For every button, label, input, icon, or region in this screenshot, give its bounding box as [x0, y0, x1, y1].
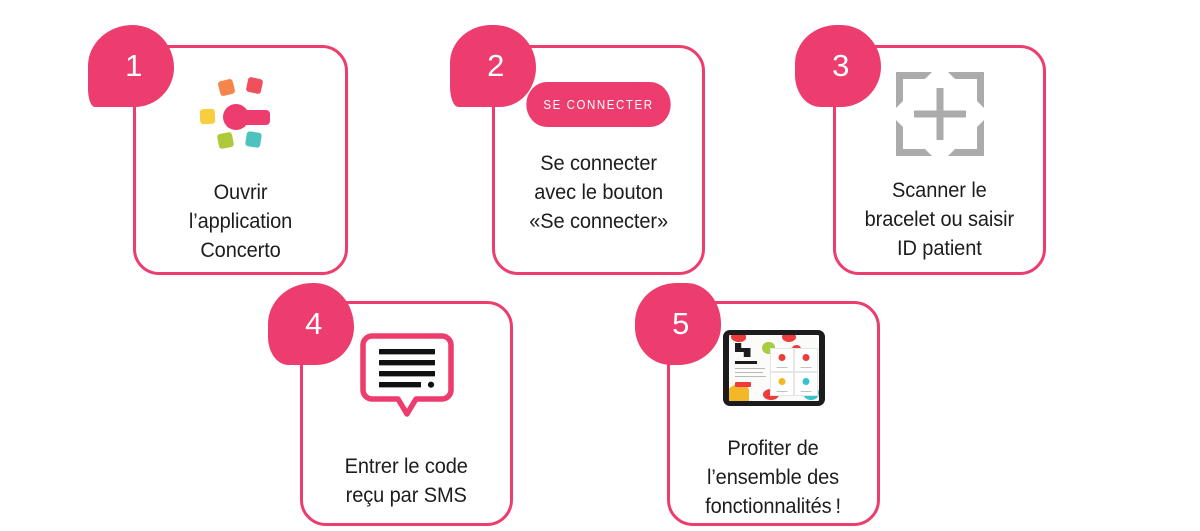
step-5-number: 5: [672, 305, 690, 341]
tablet-text-line: [734, 368, 765, 370]
tablet-tile: [793, 348, 818, 372]
tablet-text-line: [734, 376, 766, 378]
tablet-app-icon: [722, 330, 825, 406]
step-1-label: Ouvrir l’application Concerto: [188, 180, 293, 262]
logo-square-green: [216, 131, 234, 150]
logo-circle: [222, 104, 249, 130]
tablet-app-logo: [734, 343, 751, 357]
tablet-tile: [769, 372, 794, 396]
logo-square-teal: [244, 130, 262, 149]
step-2-number-badge: 2: [450, 25, 536, 107]
step-card-2: SE CONNECTER Se connecter avec le bouton…: [450, 25, 705, 275]
tablet-tile: [769, 348, 794, 372]
step-5-label: Profiter de l’ensemble des fonctionnalit…: [705, 436, 842, 518]
step-card-3: Scanner le bracelet ou saisir ID patient…: [795, 25, 1050, 275]
step-5-number-badge: 5: [635, 283, 721, 365]
step-4-number-badge: 4: [268, 283, 354, 365]
step-4-label: Entrer le code reçu par SMS: [344, 454, 469, 507]
step-card-4: Entrer le code reçu par SMS 4: [268, 283, 523, 526]
step-2-number: 2: [487, 47, 505, 83]
tablet-screen: [728, 335, 819, 401]
decor-blob-red: [730, 335, 746, 342]
step-3-number: 3: [832, 47, 850, 83]
step-card-1: Ouvrir l’application Concerto 1: [88, 25, 348, 275]
tablet-cta-button: [734, 382, 751, 387]
tablet-text-line: [734, 372, 763, 374]
step-4-number: 4: [305, 305, 323, 341]
decor-blob-red: [781, 335, 796, 342]
step-3-icon-area: [892, 68, 988, 160]
tablet-app-title: [734, 361, 757, 364]
decor-blob-yellow: [728, 384, 749, 401]
logo-square-yellow: [199, 108, 215, 125]
step-1-number-badge: 1: [88, 25, 174, 107]
step-card-1-frame: Ouvrir l’application Concerto: [133, 45, 348, 275]
step-2-label: Se connecter avec le bouton «Se connecte…: [529, 151, 668, 233]
scan-frame-icon: [895, 72, 984, 156]
step-2-icon-area: SE CONNECTER: [520, 82, 677, 127]
step-card-5: Profiter de l’ensemble des fonctionnalit…: [635, 283, 890, 526]
sms-bubble-icon: [359, 333, 454, 417]
logo-square-orange: [216, 78, 236, 97]
step-4-icon-area: [359, 332, 455, 418]
step-1-number: 1: [125, 47, 143, 83]
concerto-logo-icon: [198, 76, 284, 156]
step-5-icon-area: [722, 330, 825, 406]
logo-square-red: [245, 76, 263, 95]
tablet-tile: [793, 372, 818, 396]
step-3-label: Scanner le bracelet ou saisir ID patient: [864, 178, 1015, 260]
step-3-number-badge: 3: [795, 25, 881, 107]
se-connecter-button[interactable]: SE CONNECTER: [526, 82, 671, 127]
step-1-icon-area: [198, 76, 284, 156]
